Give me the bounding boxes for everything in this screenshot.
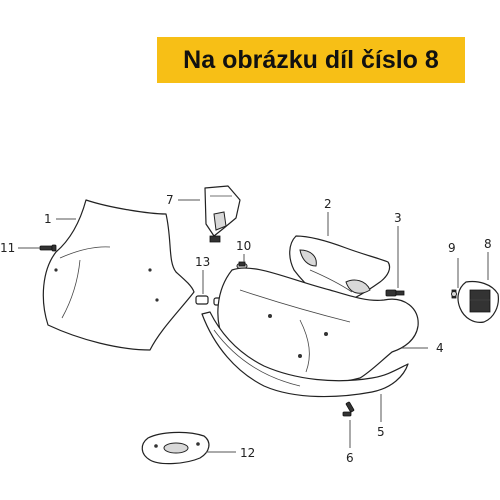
- callout-2: 2: [324, 197, 332, 211]
- title-banner: Na obrázku díl číslo 8: [157, 37, 465, 83]
- callout-9: 9: [448, 241, 456, 255]
- callout-3: 3: [394, 211, 402, 225]
- callout-6: 6: [346, 451, 354, 465]
- part-1-windshield: [42, 199, 195, 351]
- callout-8: 8: [484, 237, 492, 251]
- callout-labels: 1 2 3 4 5 6 7 8 9 10 11 12 13: [0, 193, 492, 465]
- part-12-base-plate: [141, 431, 210, 465]
- part-5-lower-cover: [201, 311, 409, 398]
- callout-4: 4: [436, 341, 444, 355]
- part-7-bracket: [204, 185, 241, 243]
- callout-13: 13: [195, 255, 210, 269]
- part-11-screw: [39, 244, 57, 252]
- callout-7: 7: [166, 193, 174, 207]
- part-3-screw: [385, 289, 405, 297]
- part-8-switch-cover: [457, 280, 499, 323]
- callout-10: 10: [236, 239, 251, 253]
- leader-lines: [18, 199, 489, 453]
- part-9-screw: [451, 289, 457, 299]
- callout-5: 5: [377, 425, 385, 439]
- callout-12: 12: [240, 446, 255, 460]
- banner-text: Na obrázku díl číslo 8: [183, 45, 439, 74]
- callout-11: 11: [0, 241, 15, 255]
- callout-1: 1: [44, 212, 52, 226]
- part-6-screw: [342, 401, 355, 417]
